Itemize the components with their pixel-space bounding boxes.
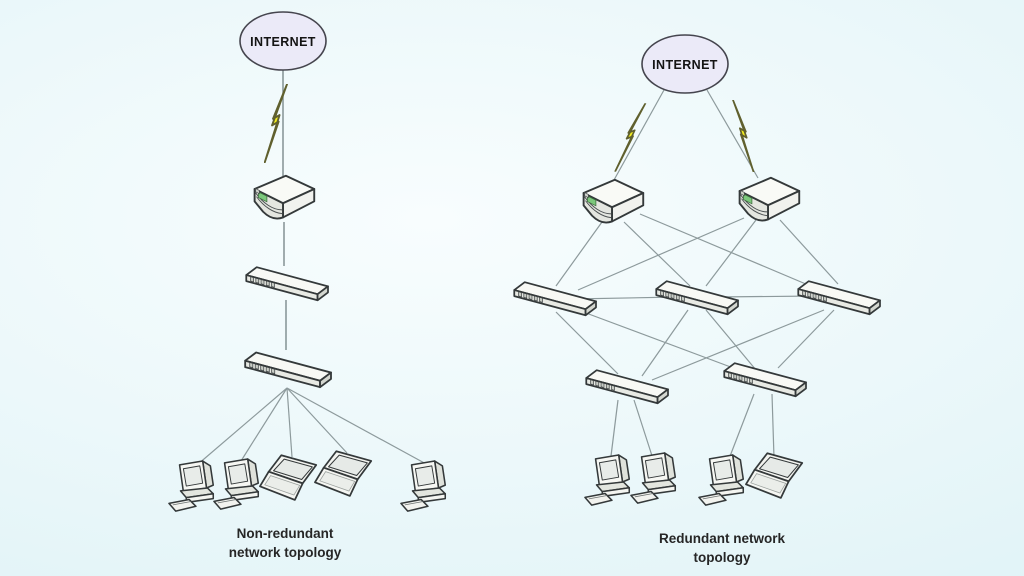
network-link [577, 309, 745, 373]
network-link [555, 221, 603, 287]
network-link [240, 387, 288, 462]
network-link [639, 213, 821, 291]
network-link [633, 399, 655, 463]
lightning-bolt-icon [732, 100, 755, 172]
router-icon [582, 178, 645, 224]
network-link [555, 311, 619, 375]
switch-icon [245, 266, 329, 302]
laptop-icon [314, 450, 373, 497]
network-link [286, 387, 429, 466]
desktop-computer-icon [213, 458, 260, 510]
network-link [609, 399, 619, 465]
internet-cloud: INTERNET [641, 34, 729, 94]
network-link [196, 387, 288, 466]
diagram-caption-line1: Redundant network [659, 531, 785, 546]
lightning-bolt-icon [614, 100, 647, 176]
internet-label: INTERNET [652, 58, 718, 72]
desktop-computer-icon [400, 460, 447, 512]
network-link [705, 309, 757, 371]
redundant-topology-group: INTERNET Redundant network topology [513, 34, 881, 565]
cloud-shape [239, 11, 327, 71]
network-link [571, 296, 679, 300]
network-link [641, 309, 689, 377]
network-link [726, 393, 755, 465]
cloud-shape [641, 34, 729, 94]
network-link [706, 89, 759, 179]
desktop-computer-icon [584, 454, 631, 506]
network-link [705, 219, 757, 287]
network-link [286, 387, 348, 454]
network-link [613, 89, 665, 181]
internet-label: INTERNET [250, 35, 316, 49]
desktop-computer-icon [698, 454, 745, 506]
router-icon [738, 176, 801, 222]
network-link [651, 309, 825, 381]
desktop-computer-icon [168, 460, 215, 512]
network-link [286, 387, 293, 458]
switch-icon [797, 280, 881, 316]
switch-icon [244, 351, 332, 389]
network-link [779, 219, 839, 285]
network-link [577, 217, 745, 291]
network-link [777, 309, 835, 369]
non-redundant-topology-group: INTERNET Non-redundant network topology [168, 11, 447, 560]
switch-icon [655, 280, 739, 316]
router-icon [253, 174, 316, 220]
switch-icon [723, 362, 807, 398]
network-link [771, 393, 775, 459]
desktop-computer-icon [630, 452, 677, 504]
laptop-icon [745, 452, 804, 499]
diagram-caption-line2: network topology [229, 545, 342, 560]
diagram-caption-line2: topology [694, 550, 751, 565]
laptop-icon [259, 454, 318, 501]
switch-icon [585, 369, 669, 405]
internet-cloud: INTERNET [239, 11, 327, 71]
network-link [623, 221, 691, 287]
diagram-caption-line1: Non-redundant [237, 526, 334, 541]
